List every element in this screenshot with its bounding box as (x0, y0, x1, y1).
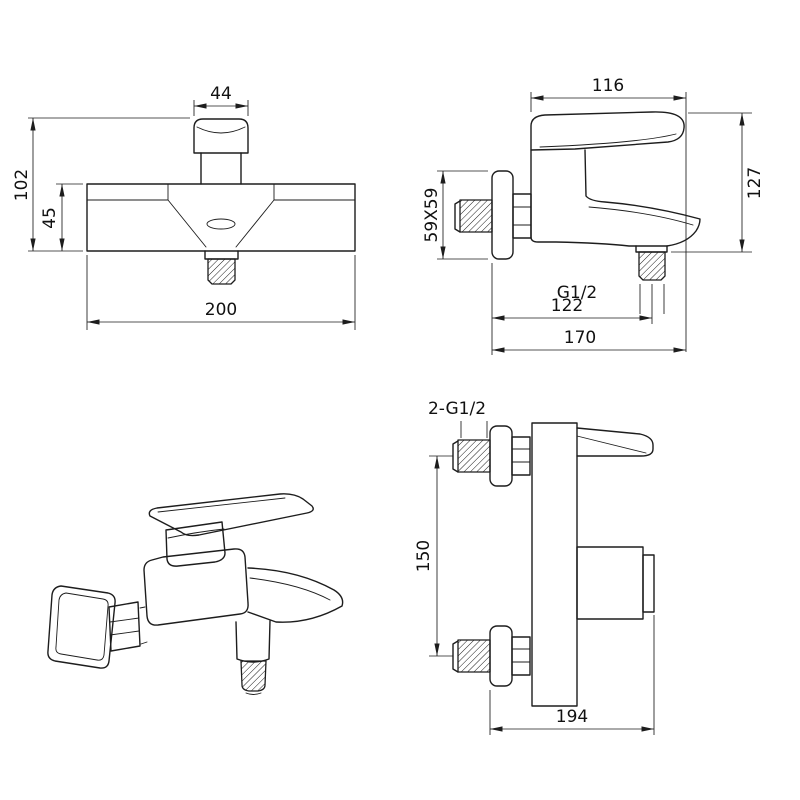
front-body (86, 183, 356, 252)
label-rear-thread: 2-G1/2 (428, 399, 486, 419)
side-body-spout (530, 149, 701, 247)
front-body-right-cap (273, 183, 356, 201)
rear-faucet-outline (531, 422, 655, 707)
dim-rear-overall-width: 194 (556, 707, 588, 727)
dim-side-top-depth: 116 (592, 76, 624, 96)
persp-threaded-outlet (240, 660, 267, 692)
side-threaded-nipple (459, 199, 493, 233)
rear-body-housing (576, 546, 644, 620)
dim-front-body-height: 45 (40, 207, 60, 229)
rear-handle-end (576, 427, 654, 457)
persp-body (143, 548, 249, 626)
rear-body-bar (531, 422, 578, 707)
dim-side-flange-size: 59X59 (422, 188, 442, 243)
rear-spout-edge (642, 554, 655, 613)
dim-rear-inlet-spacing: 150 (414, 540, 434, 572)
dim-front-handle-width: 44 (210, 84, 232, 104)
persp-spout (247, 567, 344, 623)
front-handle (193, 118, 249, 154)
dim-side-overall-depth: 170 (564, 328, 596, 348)
side-spout-crease (588, 206, 694, 226)
rear-view: 2-G1/2 150 194 (414, 399, 655, 735)
rear-top-flange (489, 425, 513, 487)
side-outlet-shoulder (635, 245, 668, 253)
rear-bottom-threaded-nipple (457, 639, 491, 673)
dim-front-overall-height: 102 (12, 169, 32, 201)
persp-hex-nut (108, 601, 148, 652)
dim-front-overall-width: 200 (205, 300, 237, 320)
side-threaded-outlet (638, 251, 666, 281)
front-body-diagonals (167, 199, 275, 248)
side-hex-nut (512, 193, 532, 239)
side-view: 116 127 59X59 G1/2 122 170 (422, 76, 765, 355)
front-outlet-shoulder (204, 250, 239, 260)
rear-top-threaded-nipple (457, 439, 491, 473)
front-diverter-oval (206, 218, 236, 230)
rear-dimensions: 2-G1/2 150 194 (414, 399, 655, 735)
persp-wall-plate (47, 585, 116, 669)
side-dimensions: 116 127 59X59 G1/2 122 170 (422, 76, 765, 355)
side-handle-underside (539, 133, 677, 148)
perspective-view (47, 493, 344, 695)
rear-bottom-connector (452, 625, 531, 687)
side-flange (491, 170, 514, 260)
rear-bottom-flange (489, 625, 513, 687)
side-wall-connector (454, 170, 532, 260)
front-dimensions: 44 102 45 200 (12, 84, 356, 330)
rear-bottom-hex-nut (511, 636, 531, 676)
dim-side-overall-height: 127 (745, 167, 765, 199)
rear-top-hex-nut (511, 436, 531, 476)
persp-outlet (235, 620, 271, 695)
side-nipple-chamfer (454, 200, 461, 233)
label-side-thread: G1/2 (557, 283, 598, 303)
front-faucet-outline (86, 118, 356, 285)
rear-top-connector (452, 425, 531, 487)
front-body-left-cap (86, 183, 169, 201)
side-handle (530, 111, 685, 151)
side-faucet-outline (530, 111, 701, 281)
front-neck (200, 152, 242, 185)
front-view: 44 102 45 200 (12, 84, 356, 330)
persp-handle (148, 493, 314, 567)
front-handle-curve (196, 126, 246, 134)
dim-side-outlet-offset: 122 (551, 296, 583, 316)
front-threaded-outlet (207, 258, 236, 285)
